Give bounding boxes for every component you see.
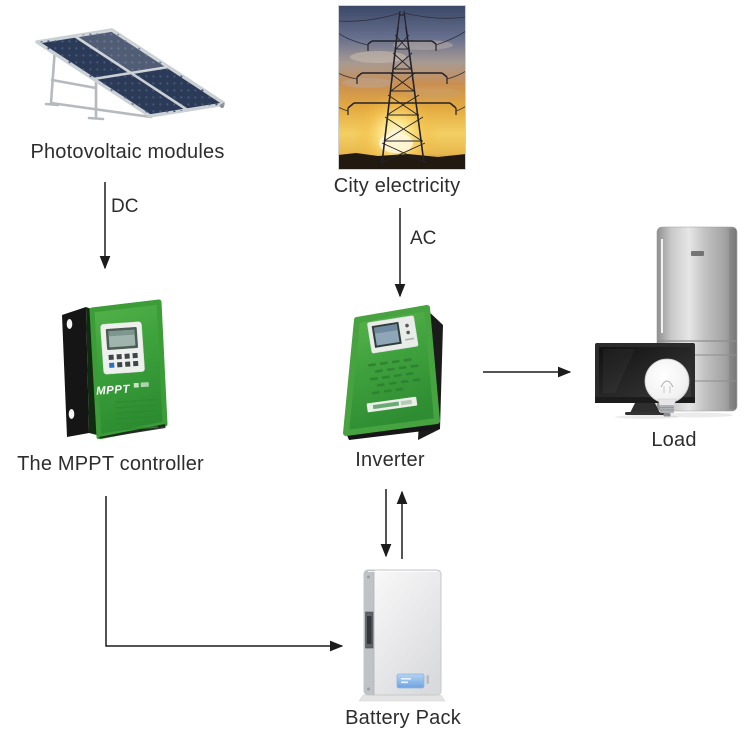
arrow-mppt-to-battery <box>105 496 344 652</box>
mppt-brand-text: MPPT <box>96 383 131 397</box>
mounting-bracket <box>62 307 89 437</box>
node-mppt-controller: MPPT <box>58 297 173 439</box>
node-city-electricity <box>338 5 466 170</box>
inverter-vents <box>368 358 421 395</box>
transmission-tower-silhouette <box>347 10 457 164</box>
ground-silhouette <box>338 153 466 170</box>
ac-arrow-label: AC <box>410 228 437 249</box>
solar-panel-icon <box>35 28 225 121</box>
load-label: Load <box>651 429 697 451</box>
vent-grille <box>115 398 158 431</box>
light-bulb-icon <box>644 358 690 417</box>
inverter-display-panel <box>367 315 419 354</box>
mppt-controller-label: The MPPT controller <box>17 453 204 475</box>
inverter-label: Inverter <box>355 449 425 471</box>
mppt-controller-image: MPPT <box>62 299 168 439</box>
photovoltaic-modules-label: Photovoltaic modules <box>30 141 225 163</box>
load-image <box>595 226 738 419</box>
inverter-name-strip <box>366 396 418 413</box>
city-electricity-label: City electricity <box>333 175 461 197</box>
battery-pack-image <box>358 569 446 702</box>
dc-arrow-label: DC <box>111 196 139 217</box>
inverter-image <box>343 305 443 440</box>
node-load <box>595 225 745 420</box>
node-inverter <box>340 303 452 445</box>
mppt-display-panel <box>100 321 145 375</box>
node-photovoltaic-modules <box>25 18 225 133</box>
node-battery-pack <box>356 568 448 703</box>
battery-lcd-screen <box>396 673 425 689</box>
battery-pack-label: Battery Pack <box>345 707 461 729</box>
power-tower-image <box>338 5 466 170</box>
